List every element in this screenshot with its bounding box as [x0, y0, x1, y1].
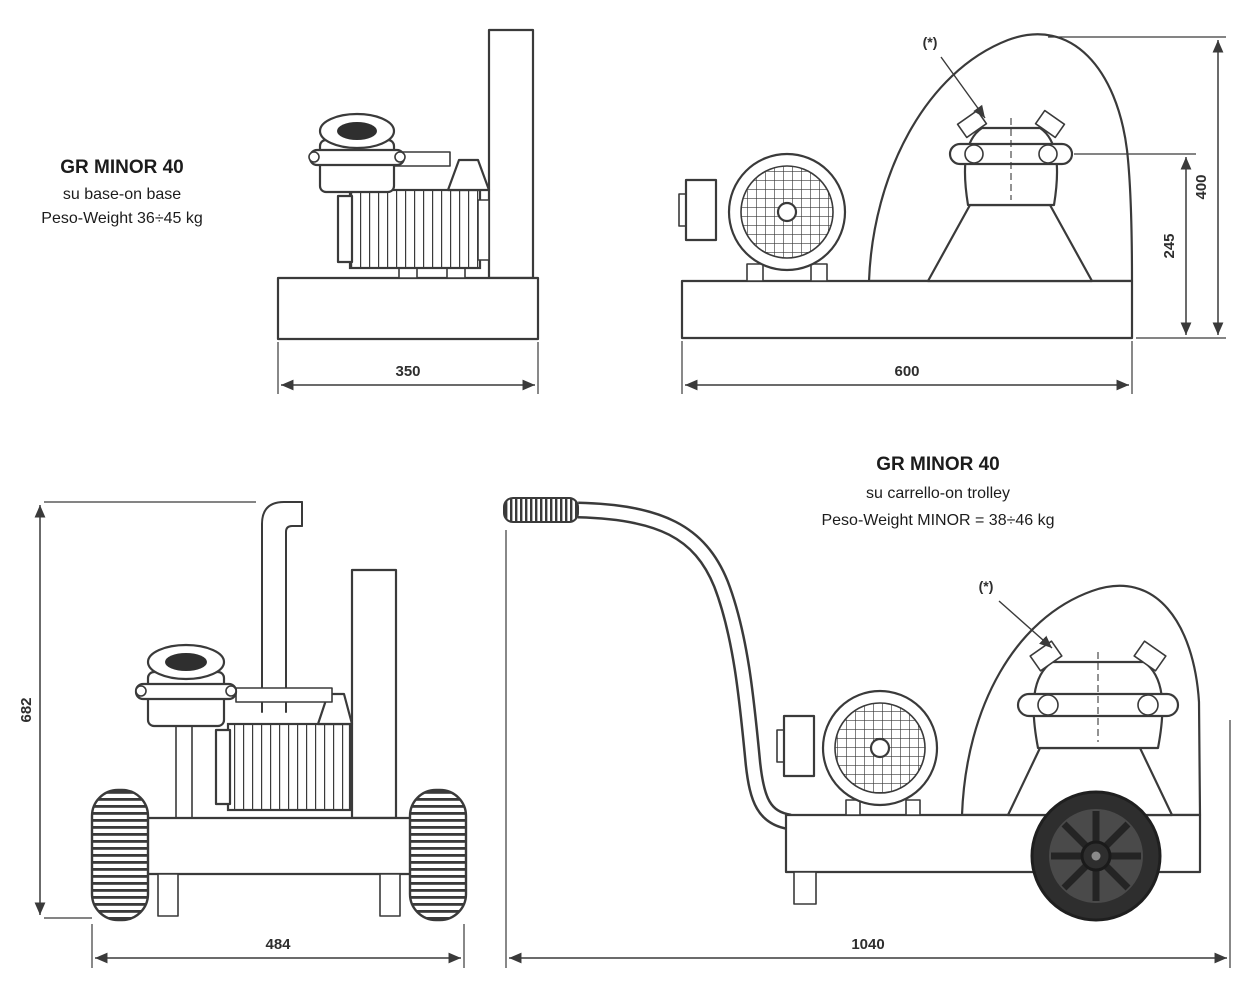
callout-star: (*): [923, 34, 986, 119]
dim-245-label: 245: [1161, 233, 1178, 258]
dimension-350: 350: [277, 342, 539, 394]
view-pump-on-base-side: (*) 600 400 245: [678, 33, 1226, 394]
view-pump-on-trolley-side: GR MINOR 40 su carrello-on trolley Peso-…: [503, 454, 1231, 968]
motor-bracket: [477, 199, 490, 261]
port-clamp-bar: [1016, 692, 1180, 718]
motor-foot: [905, 799, 921, 816]
motor-end-cap: [336, 194, 354, 264]
base-plate: [276, 276, 540, 341]
motor-hub: [776, 201, 798, 223]
wing-nut: [1037, 694, 1059, 716]
clamp-bolt: [135, 685, 147, 697]
oval-port-opening: [337, 122, 377, 140]
terminal-box: [684, 178, 718, 242]
motor-foot: [810, 263, 828, 282]
pump-casing-edge: [350, 568, 398, 820]
trolley-handle-side: [503, 497, 792, 831]
wing-nut: [964, 144, 984, 164]
motor-hub: [869, 737, 891, 759]
wheel-left: [90, 788, 150, 922]
port-ear-right: [1133, 640, 1167, 672]
trolley-frame: [144, 816, 414, 876]
dimension-484: 484: [91, 924, 465, 968]
callout-star-label: (*): [979, 578, 994, 594]
port-ear-left: [1029, 640, 1063, 672]
wing-nut: [1137, 694, 1159, 716]
wing-nut: [1038, 144, 1058, 164]
trolley-handle-front: [261, 501, 303, 713]
port-ear-right: [1034, 109, 1066, 139]
base-plate: [680, 279, 1134, 340]
dimension-1040: 1040: [505, 530, 1231, 968]
terminal-box: [782, 714, 816, 778]
pump-body-side: [678, 33, 1134, 340]
trolley-wheel-side: [1030, 790, 1162, 922]
base-view-title: GR MINOR 40: [60, 157, 184, 178]
dim-600-label: 600: [894, 363, 919, 380]
base-view-weight: Peso-Weight 36÷45 kg: [41, 210, 202, 227]
motor-foot: [845, 799, 861, 816]
motor-finned-body: [226, 722, 352, 812]
clamp-bolt: [394, 151, 406, 163]
head-support-leg: [175, 725, 193, 819]
handle-grip: [503, 497, 579, 523]
pump-body-trolley-front: [90, 568, 468, 922]
dim-400-label: 400: [1193, 174, 1210, 199]
callout-star-label: (*): [923, 34, 938, 50]
delivery-pipe: [235, 687, 333, 703]
pump-body-trolley-side: [776, 584, 1202, 905]
dim-1040-label: 1040: [851, 936, 884, 953]
dim-682-label: 682: [18, 697, 35, 722]
wheel-spokes: [1051, 811, 1141, 901]
dimension-245: 245: [1074, 153, 1196, 335]
clamp-bolt: [308, 151, 320, 163]
dimension-682: 682: [18, 501, 256, 919]
handle-tube-fill: [577, 504, 792, 828]
callout-leader: [940, 56, 986, 119]
pump-body-front: [276, 28, 540, 341]
support-leg: [157, 873, 179, 917]
view-pump-on-trolley-front: 682 484: [18, 501, 468, 968]
clamp-band: [134, 682, 238, 701]
dimension-600: 600: [681, 341, 1133, 394]
callout-star-trolley: (*): [979, 578, 1053, 649]
wheel-axle: [1091, 851, 1101, 861]
dimension-400: 400: [1048, 36, 1226, 339]
motor-finned-body: [348, 188, 482, 270]
suction-funnel: [446, 158, 491, 192]
dim-350-label: 350: [395, 363, 420, 380]
clamp-bolt: [225, 685, 237, 697]
trolley-view-subtitle: su carrello-on trolley: [866, 485, 1010, 502]
pump-casing-edge: [487, 28, 535, 280]
trolley-view-title: GR MINOR 40: [876, 454, 1000, 475]
motor-end-cap: [214, 728, 232, 806]
wheel-right: [408, 788, 468, 922]
motor-foot: [746, 263, 764, 282]
clamp-band: [308, 148, 406, 167]
oval-port-opening: [165, 653, 207, 671]
trolley-view-weight: Peso-Weight MINOR = 38÷46 kg: [821, 512, 1054, 529]
callout-leader: [998, 600, 1053, 649]
support-leg: [379, 873, 401, 917]
front-foot: [793, 871, 817, 905]
base-view-subtitle: su base-on base: [63, 186, 181, 203]
dim-484-label: 484: [265, 936, 291, 953]
view-pump-on-base-front: GR MINOR 40 su base-on base Peso-Weight …: [41, 28, 540, 394]
